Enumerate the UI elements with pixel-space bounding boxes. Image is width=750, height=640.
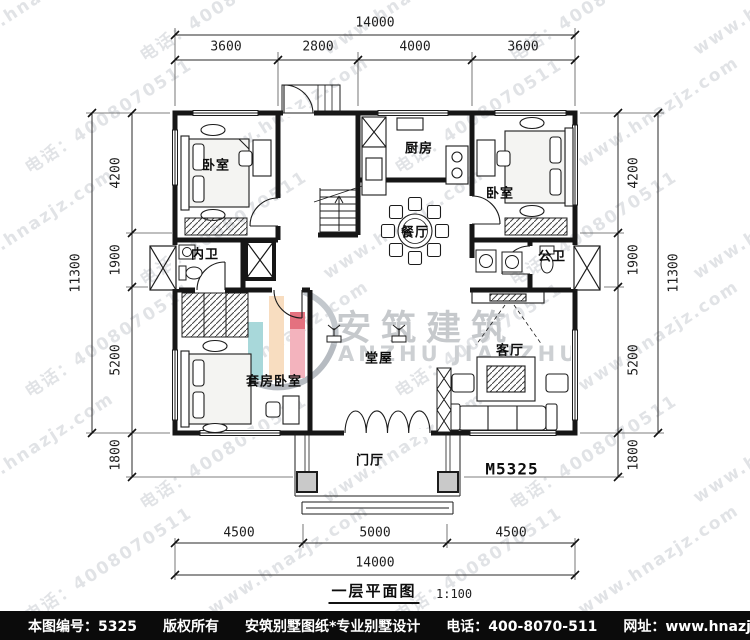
footer-phone: 电话：400-8070-511 (446, 618, 598, 635)
entry-porch (294, 433, 461, 515)
bed-top-right (476, 116, 574, 218)
stairs (313, 185, 363, 233)
interior-walls (175, 113, 575, 433)
suite-wardrobe (181, 292, 249, 338)
closet-top-right (504, 217, 568, 236)
floor-plan-drawing (86, 28, 664, 580)
brand-watermark-cn: 安筑建筑 (336, 309, 517, 349)
closet-top-left (184, 217, 248, 236)
tick-marks (87, 30, 663, 580)
footer-bar: 本图编号：5325 版权所有 安筑别墅图纸*专业别墅设计 电话：400-8070… (0, 611, 750, 640)
kitchen-fixtures (361, 116, 469, 196)
brand-watermark-en: ANZHU JIANZHU (338, 342, 581, 366)
footer-plan-no: 本图编号：5325 (28, 618, 137, 635)
footer-copyright: 版权所有 (162, 618, 219, 635)
dining-table (380, 196, 450, 266)
extension-lines (86, 28, 664, 580)
dimension-lines (91, 34, 659, 576)
public-bath-fixtures (475, 245, 555, 274)
living-screen (436, 367, 452, 433)
hall-plants (326, 324, 407, 343)
bay-windows (149, 245, 601, 291)
bed-top-left (180, 123, 272, 222)
elevator-shaft (244, 239, 276, 281)
back-porch (281, 84, 341, 114)
footer-website: 网址：www.hnazjz.com (623, 618, 750, 635)
entrance-double-door (344, 410, 431, 434)
living-furniture (448, 291, 569, 431)
footer-studio: 安筑别墅图纸*专业别墅设计 (244, 618, 421, 635)
inner-bath-fixtures (178, 244, 203, 281)
bed-suite (180, 339, 300, 434)
